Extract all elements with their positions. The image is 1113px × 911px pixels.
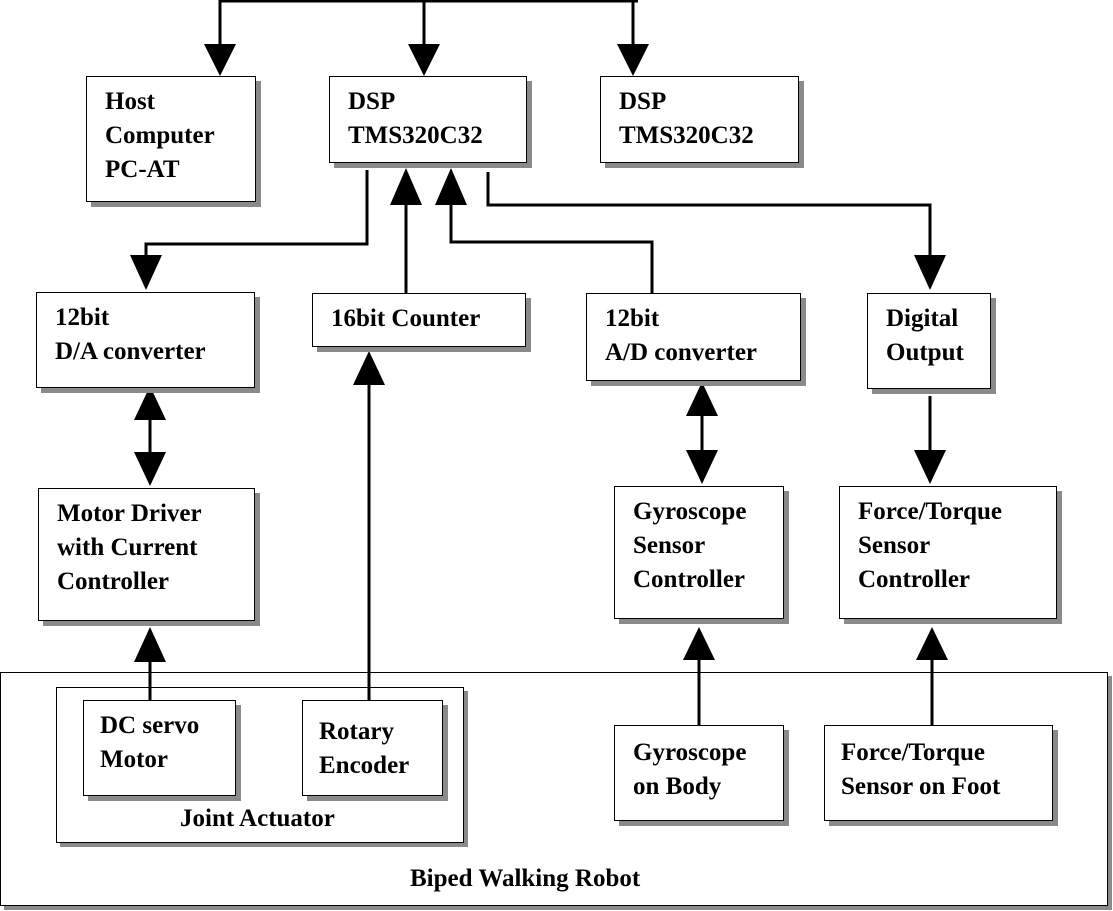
arrow-to-gyro-controller	[683, 627, 715, 660]
gyro-body-line-2: on Body	[633, 773, 722, 800]
arrow-to-ft-controller	[914, 450, 946, 484]
dc-servo-motor-block: DC servo Motor	[83, 700, 236, 796]
host-line-1: Host	[105, 88, 155, 115]
gyro-controller-line-1: Gyroscope	[633, 498, 747, 525]
motor-driver-line-3: Controller	[57, 568, 170, 595]
arrow-to-dsp1	[408, 44, 440, 76]
motor-driver-line-2: with Current	[57, 534, 198, 561]
ft-foot-line-1: Force/Torque	[841, 739, 985, 766]
ft-foot-line-2: Sensor on Foot	[841, 773, 1001, 800]
counter-block: 16bit Counter	[312, 293, 526, 347]
ft-controller-block: Force/Torque Sensor Controller	[839, 486, 1057, 619]
motor-driver-line-1: Motor Driver	[57, 500, 202, 527]
arrow-to-motor-driver	[134, 627, 166, 662]
gyro-controller-line-3: Controller	[633, 566, 746, 593]
gyro-controller-line-2: Sensor	[633, 532, 706, 559]
arrow-to-counter	[353, 351, 385, 385]
dsp1-line-1: DSP	[348, 88, 396, 115]
host-line-3: PC-AT	[105, 156, 180, 183]
arrow-down-to-gyro-controller	[686, 450, 718, 484]
encoder-line-1: Rotary	[319, 718, 394, 745]
arrow-to-digital	[914, 255, 946, 290]
ad-line-2: A/D converter	[605, 339, 758, 366]
biped-robot-frame	[0, 672, 1108, 906]
arrow-down-to-motor-driver	[134, 452, 166, 486]
ft-controller-line-2: Sensor	[858, 532, 931, 559]
biped-robot-label: Biped Walking Robot	[410, 865, 641, 892]
arrow-to-dsp2	[617, 44, 649, 76]
arrow-ad-to-dsp	[435, 168, 467, 205]
dsp-to-da-line	[144, 170, 369, 258]
dsp-to-digital-line	[486, 172, 932, 258]
arrow-up-to-ad	[686, 382, 718, 416]
dc-motor-line-1: DC servo	[100, 712, 200, 739]
dsp1-line-2: TMS320C32	[348, 122, 483, 149]
gyro-body-line-1: Gyroscope	[633, 739, 747, 766]
dc-motor-line-2: Motor	[100, 746, 169, 773]
dsp-block-1: DSP TMS320C32	[329, 76, 527, 163]
counter-line-1: 16bit Counter	[331, 305, 481, 332]
host-computer-block: Host Computer PC-AT	[86, 76, 256, 202]
dsp-block-2: DSP TMS320C32	[600, 76, 799, 163]
digital-line-1: Digital	[886, 305, 959, 332]
ft-foot-block: Force/Torque Sensor on Foot	[824, 725, 1053, 821]
dsp2-line-2: TMS320C32	[619, 122, 754, 149]
gyro-controller-block: Gyroscope Sensor Controller	[614, 486, 784, 619]
digital-line-2: Output	[886, 339, 964, 366]
ad-to-dsp-line	[449, 200, 654, 293]
ft-controller-line-3: Controller	[858, 566, 971, 593]
arrow-to-host	[204, 44, 236, 76]
digital-output-block: Digital Output	[867, 293, 991, 389]
da-converter-block: 12bit D/A converter	[36, 292, 255, 388]
da-line-1: 12bit	[55, 304, 110, 331]
da-line-2: D/A converter	[55, 338, 206, 365]
arrow-up-to-ft-controller	[916, 627, 948, 660]
joint-actuator-label: Joint Actuator	[180, 805, 335, 832]
motor-driver-block: Motor Driver with Current Controller	[38, 488, 255, 621]
rotary-encoder-block: Rotary Encoder	[302, 700, 443, 796]
ad-converter-block: 12bit A/D converter	[586, 293, 801, 381]
host-line-2: Computer	[105, 122, 215, 149]
encoder-line-2: Encoder	[319, 752, 410, 779]
gyro-body-block: Gyroscope on Body	[614, 725, 784, 821]
joint-actuator-frame	[56, 687, 464, 843]
dsp2-line-1: DSP	[619, 88, 667, 115]
ad-line-1: 12bit	[605, 305, 660, 332]
arrow-up-to-da	[134, 386, 166, 420]
ft-controller-line-1: Force/Torque	[858, 498, 1002, 525]
arrow-counter-to-dsp	[390, 168, 422, 205]
arrow-to-da	[130, 255, 162, 290]
